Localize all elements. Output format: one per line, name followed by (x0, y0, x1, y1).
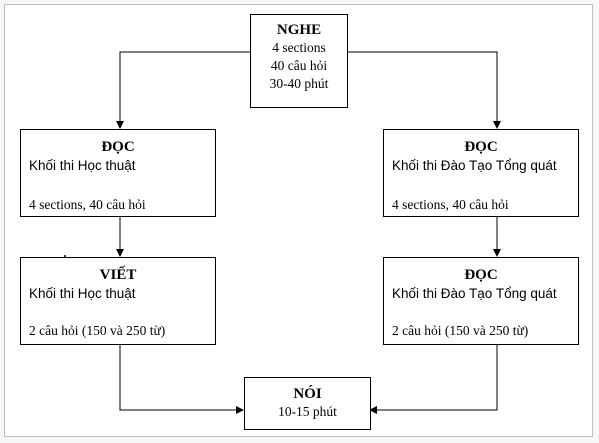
reading-general-title: ĐỌC (464, 139, 498, 155)
reading-academic-title: ĐỌC (101, 139, 135, 155)
listening-sections: 4 sections (272, 40, 326, 55)
writing-academic-box: VIẾT Khối thi Học thuật 2 câu hỏi (150 v… (20, 257, 216, 345)
speaking-title: NÓI (293, 386, 322, 402)
writing-general-title: ĐỌC (464, 267, 498, 283)
writing-general-detail: 2 câu hỏi (150 và 250 từ) (392, 323, 529, 338)
speaking-duration: 10-15 phút (278, 404, 337, 419)
reading-general-detail: 4 sections, 40 câu hỏi (392, 197, 509, 212)
reading-academic-box: ĐỌC Khối thi Học thuật 4 sections, 40 câ… (20, 129, 216, 217)
reading-academic-detail: 4 sections, 40 câu hỏi (29, 197, 146, 212)
writing-academic-title: VIẾT (99, 267, 137, 283)
writing-academic-module: Khối thi Học thuật (29, 286, 136, 301)
listening-duration: 30-40 phút (269, 76, 329, 91)
reading-academic-module: Khối thi Học thuật (29, 158, 136, 173)
writing-general-module: Khối thi Đào Tạo Tổng quát (392, 286, 557, 301)
arrow-writing-academic-to-speaking (119, 345, 244, 414)
arrow-listening-to-reading-academic (116, 51, 250, 129)
writing-general-box: ĐỌC Khối thi Đào Tạo Tổng quát 2 câu hỏi… (383, 257, 579, 345)
arrow-writing-general-to-speaking (369, 345, 498, 414)
reading-general-module: Khối thi Đào Tạo Tổng quát (392, 158, 557, 173)
arrow-listening-to-reading-general (348, 51, 501, 129)
listening-questions: 40 câu hỏi (270, 58, 328, 73)
reading-general-box: ĐỌC Khối thi Đào Tạo Tổng quát 4 section… (383, 129, 579, 217)
listening-title: NGHE (276, 22, 322, 38)
speaking-box: NÓI 10-15 phút (244, 377, 371, 430)
writing-academic-detail: 2 câu hỏi (150 và 250 từ) (29, 323, 166, 338)
listening-box: NGHE 4 sections 40 câu hỏi 30-40 phút (250, 14, 348, 108)
